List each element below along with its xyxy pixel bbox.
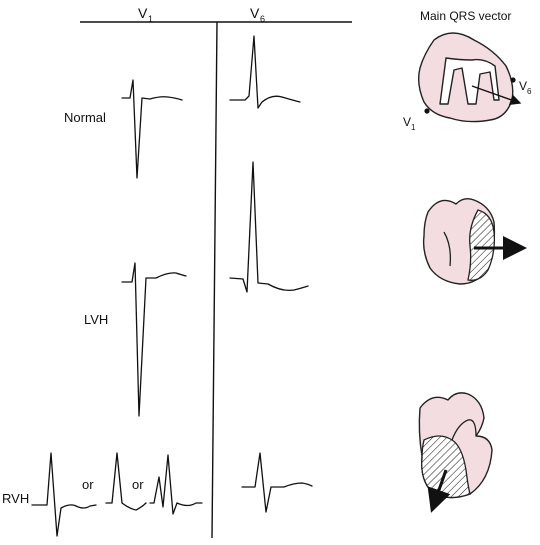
rvh-v1-trace-a <box>31 452 97 537</box>
v6-electrode-dot <box>510 77 516 83</box>
rvh-qrs-vector-arrow <box>427 469 451 513</box>
row-label-normal: Normal <box>64 110 106 125</box>
rvh-or-2: or <box>132 477 144 492</box>
lvh-v1-trace <box>121 262 187 417</box>
lvh-heart-diagram <box>422 197 527 285</box>
column-header-v1: V 1 <box>138 5 153 24</box>
normal-heart-outline <box>417 32 514 123</box>
normal-v6-trace <box>229 35 301 109</box>
column-header-v6-label: V <box>250 5 260 21</box>
v1-electrode-dot <box>424 108 430 114</box>
v6-electrode-label: V <box>519 79 527 93</box>
row-label-lvh: LVH <box>84 312 108 327</box>
normal-heart-diagram: V 1 V 6 <box>403 32 532 132</box>
column-header-v1-label: V <box>138 5 148 21</box>
main-qrs-vector-title: Main QRS vector <box>420 9 511 23</box>
normal-v1-trace <box>121 79 183 179</box>
column-header-v1-subscript: 1 <box>148 14 153 24</box>
rvh-heart-diagram <box>418 392 493 513</box>
rvh-v1-trace-c <box>149 454 203 515</box>
rvh-or-1: or <box>82 477 94 492</box>
lvh-left-ventricle-hatch <box>467 209 496 281</box>
row-label-rvh: RVH <box>2 491 29 506</box>
lvh-septum-notch <box>443 231 452 267</box>
rvh-v1-trace-b <box>105 452 147 511</box>
rvh-ventricle-notch <box>451 419 477 441</box>
rvh-v6-trace <box>241 452 313 513</box>
v6-electrode-subscript: 6 <box>527 87 532 96</box>
v1-electrode-subscript: 1 <box>411 123 416 132</box>
column-divider <box>211 21 218 539</box>
lvh-v6-trace <box>229 161 309 293</box>
v1-electrode-label: V <box>403 115 411 129</box>
column-header-v6: V 6 <box>250 5 265 24</box>
normal-qrs-vector-arrow <box>471 85 522 106</box>
column-header-v6-subscript: 6 <box>260 14 265 24</box>
